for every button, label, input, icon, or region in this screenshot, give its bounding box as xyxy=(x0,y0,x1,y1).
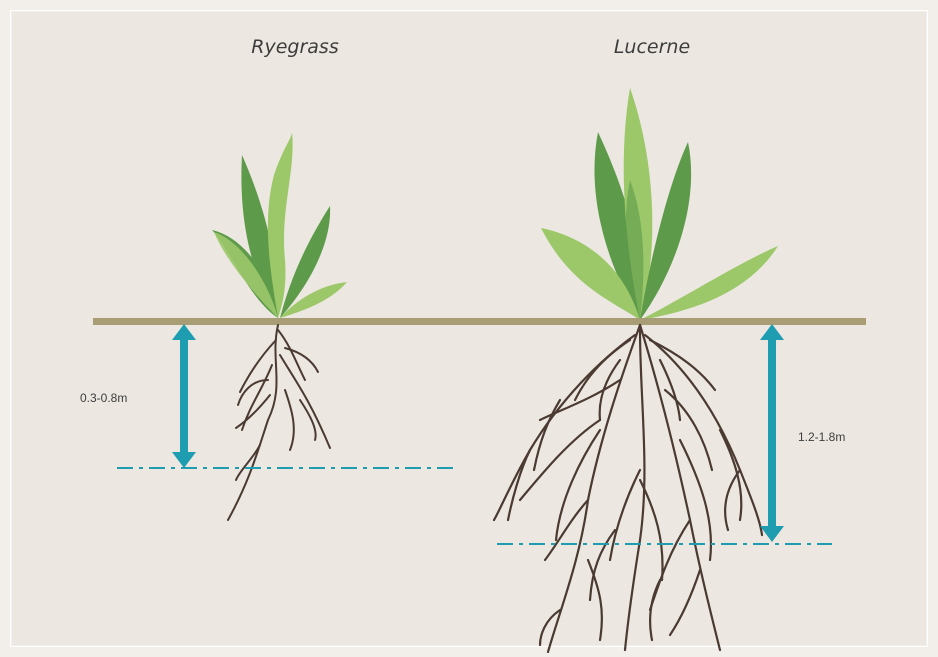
ryegrass-leaves xyxy=(212,132,347,318)
lucerne-depth-label: 1.2-1.8m xyxy=(798,430,845,444)
ryegrass-depth-label: 0.3-0.8m xyxy=(80,391,127,405)
ryegrass-roots xyxy=(228,325,330,520)
lucerne-depth-arrow xyxy=(760,324,784,542)
lucerne-title: Lucerne xyxy=(614,36,690,58)
ryegrass-depth-arrow xyxy=(172,324,196,468)
lucerne-roots xyxy=(494,325,762,652)
soil-line xyxy=(93,318,866,325)
ryegrass-title: Ryegrass xyxy=(251,36,339,58)
lucerne-leaves xyxy=(541,88,778,320)
